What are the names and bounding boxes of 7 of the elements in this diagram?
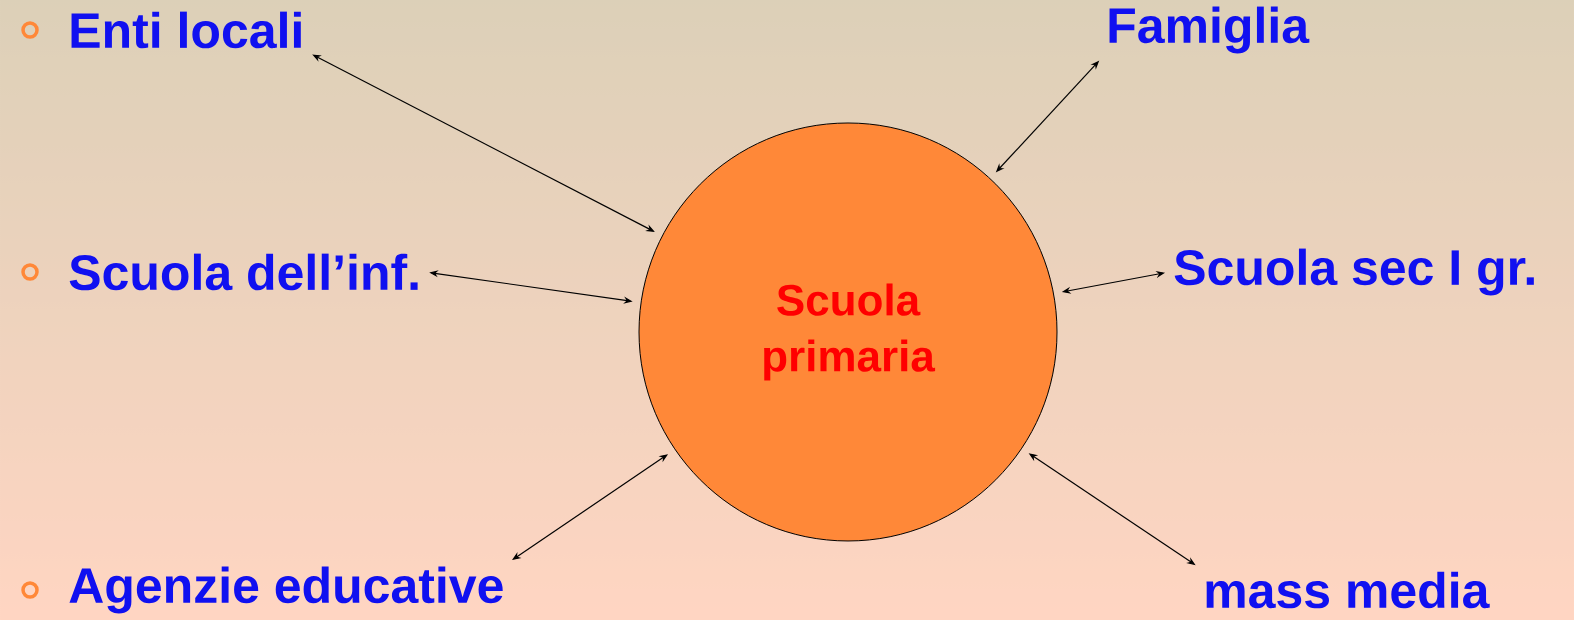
- label-text: Famiglia: [1109, 6, 1310, 54]
- label-text: mass media: [1206, 571, 1490, 609]
- label-text: Enti locali: [71, 11, 301, 49]
- label-text: Scuola dell’inf.: [69, 253, 418, 291]
- label-text: Scuola sec I gr.: [1174, 248, 1534, 296]
- circle-node: Scuola primaria: [638, 122, 1058, 542]
- label-text: Agenzie educative: [69, 566, 503, 614]
